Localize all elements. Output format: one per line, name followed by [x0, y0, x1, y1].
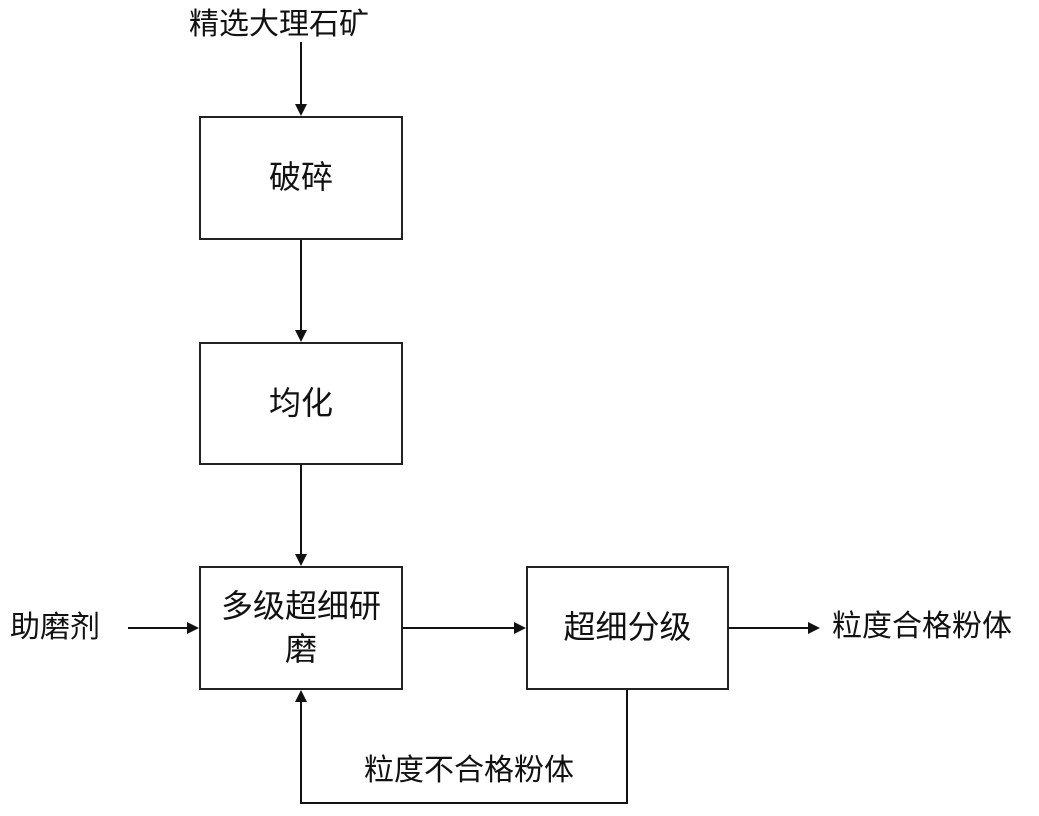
- homogenization-step-label: 均化: [268, 383, 333, 422]
- qualified-powder-label: 粒度合格粉体: [832, 609, 1012, 644]
- multi-stage-grinding-step-label: 多级超细研磨: [220, 586, 381, 668]
- unqualified-powder-label: 粒度不合格粉体: [364, 753, 574, 788]
- homogenization-step-box: 均化: [199, 342, 403, 465]
- raw-ore-label: 精选大理石矿: [189, 7, 369, 42]
- crushing-step-box: 破碎: [199, 116, 403, 240]
- multi-stage-grinding-step-box: 多级超细研磨: [199, 566, 403, 690]
- grinding-aid-label: 助磨剂: [10, 610, 100, 645]
- ultrafine-classification-step-box: 超细分级: [526, 566, 729, 690]
- unqualified-return-arrow: [295, 690, 628, 804]
- crushing-step-label: 破碎: [268, 158, 333, 197]
- ultrafine-classification-step-label: 超细分级: [563, 608, 692, 647]
